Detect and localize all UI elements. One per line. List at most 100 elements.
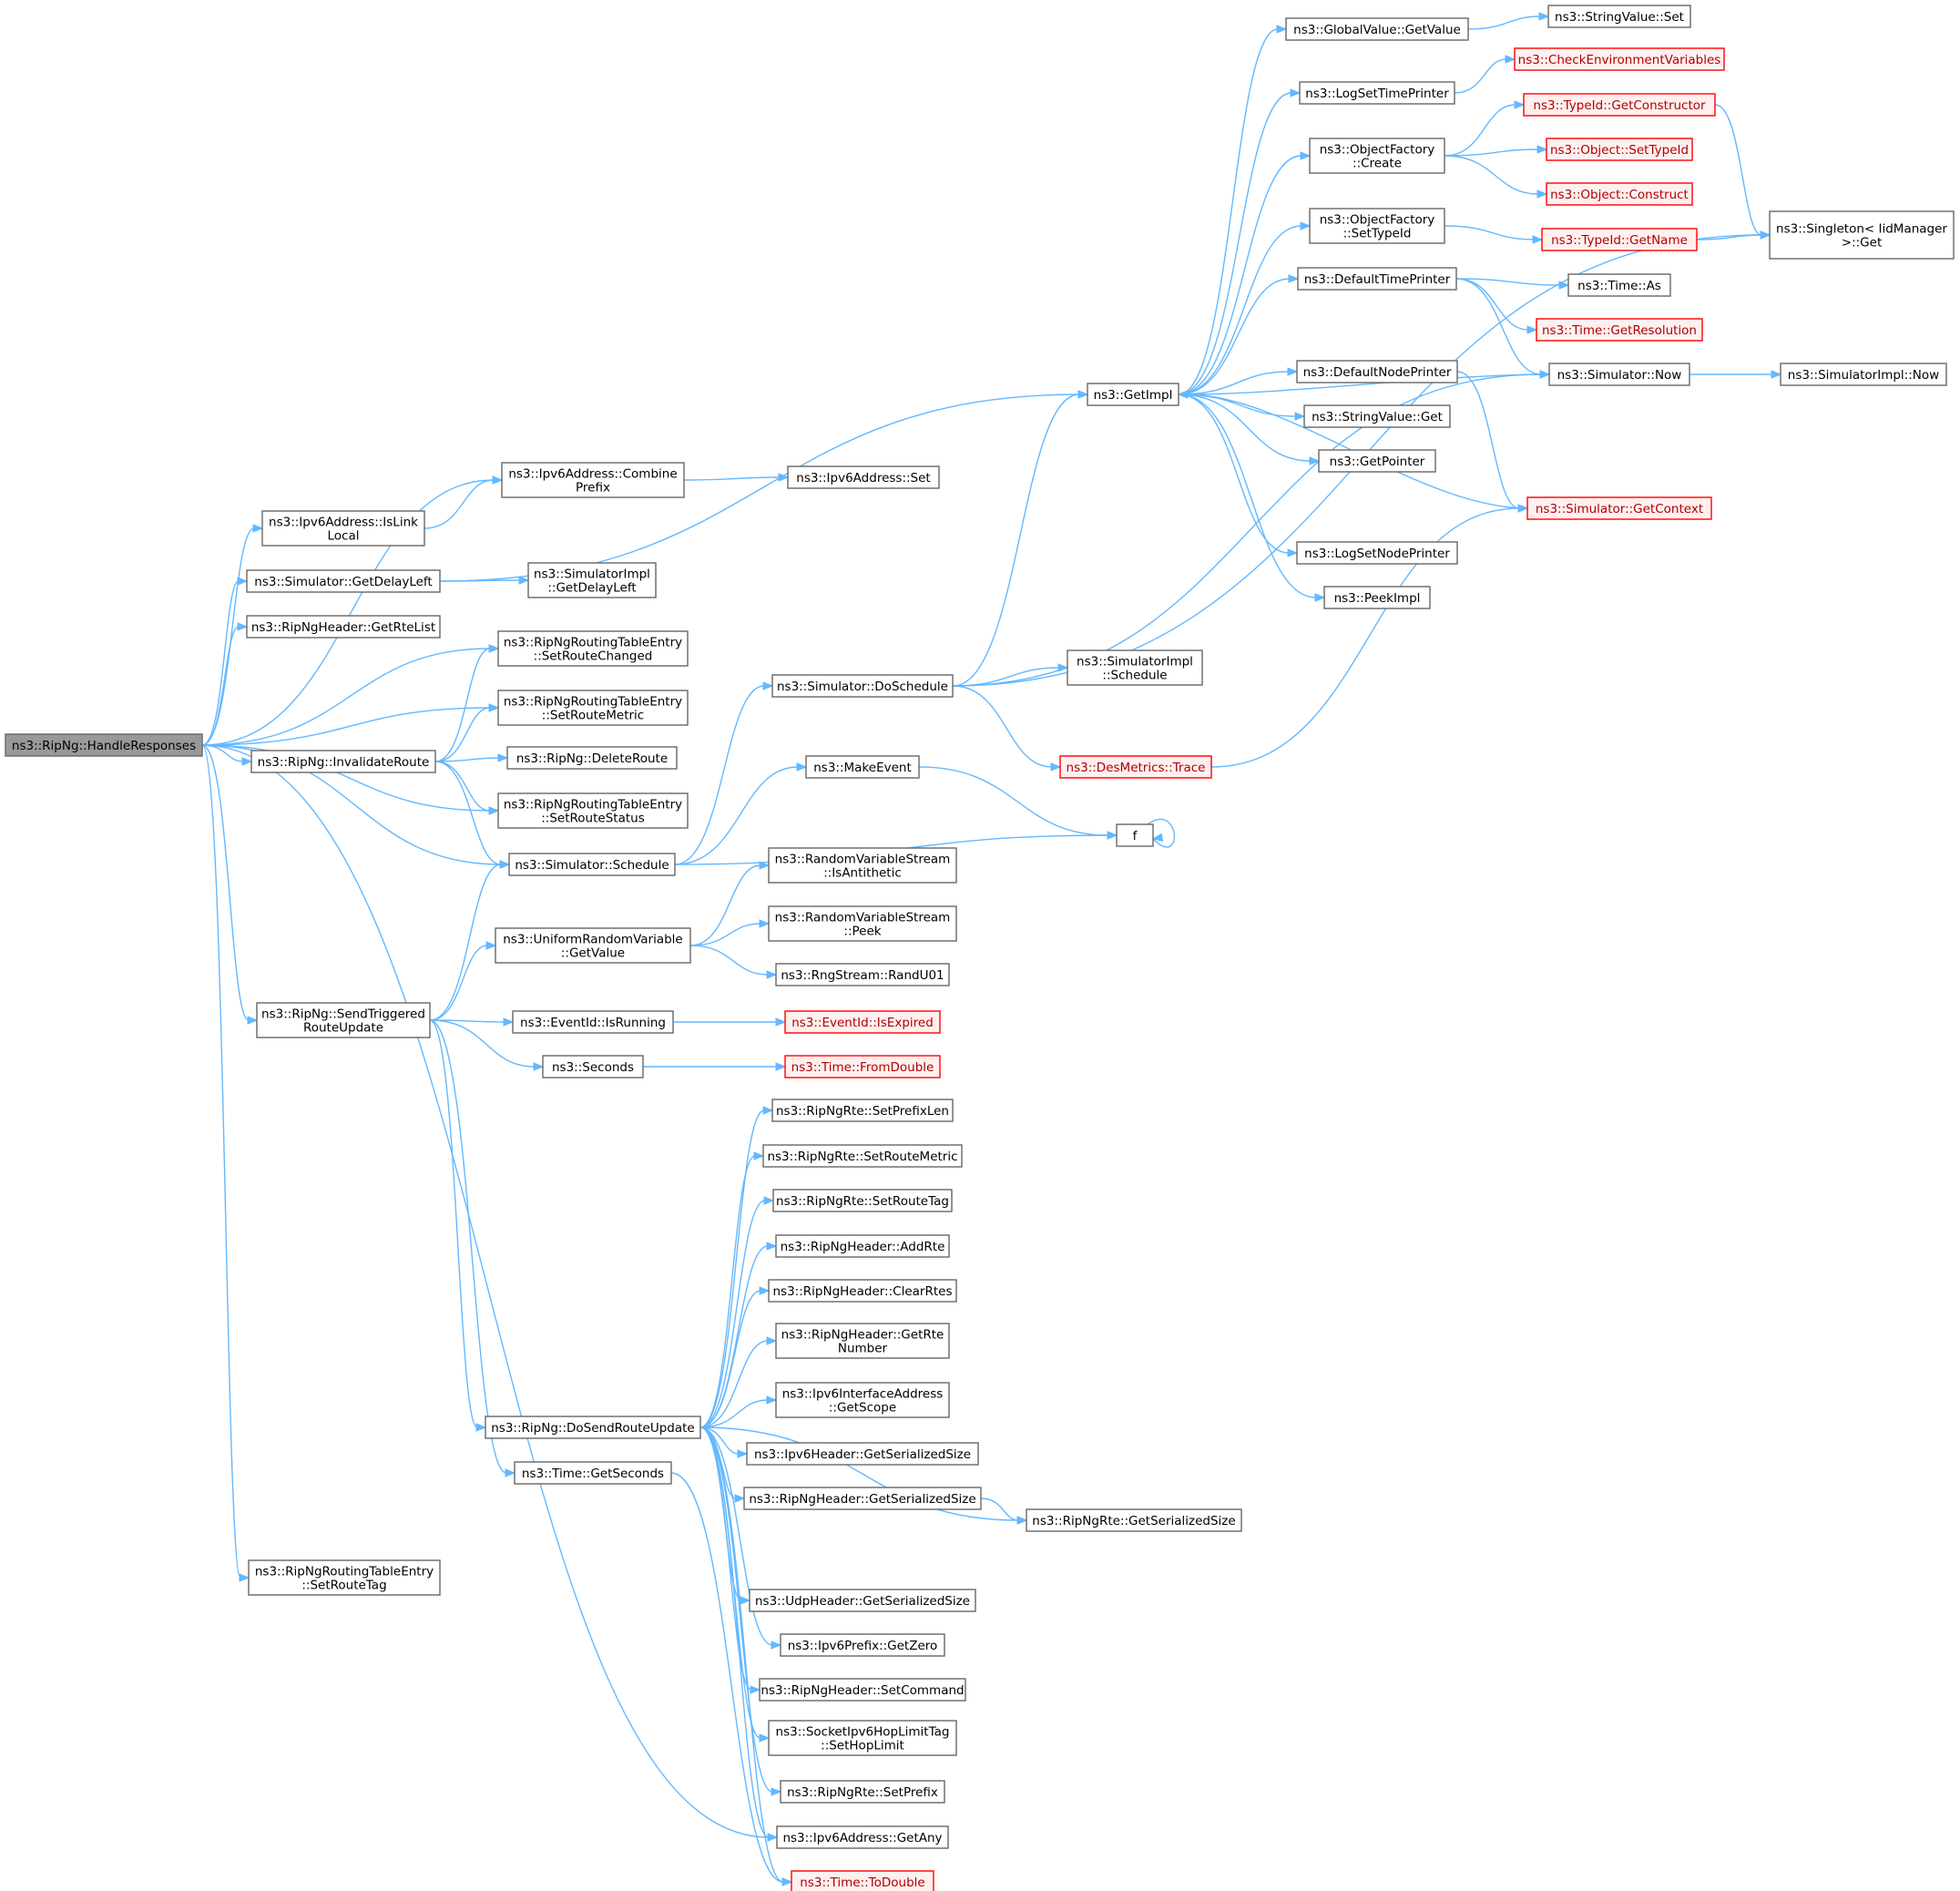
arrowhead-icon [766,1395,778,1405]
node-label: ns3::RipNg::DoSendRouteUpdate [491,1421,694,1436]
node-label: ns3::StringValue::Get [1312,410,1443,424]
node-setchanged[interactable]: ns3::RipNgRoutingTableEntry::SetRouteCha… [497,630,689,667]
node-logsetnode[interactable]: ns3::LogSetNodePrinter [1296,541,1458,565]
node-ipv6set[interactable]: ns3::Ipv6Address::Set [787,465,940,489]
node-invalidate[interactable]: ns3::RipNg::InvalidateRoute [250,750,436,773]
node-addrte[interactable]: ns3::RipNgHeader::AddRte [775,1234,950,1258]
node-objconstruct[interactable]: ns3::Object::Construct [1546,182,1693,206]
node-randu01[interactable]: ns3::RngStream::RandU01 [775,963,950,986]
call-edge [699,1426,782,1650]
node-box [1769,210,1955,260]
call-edge [1696,230,1771,240]
node-f[interactable]: f [1116,823,1154,847]
node-ripnghdr[interactable]: ns3::RipNgHeader::GetSerializedSize [743,1487,982,1510]
node-box [497,690,689,726]
node-fromdouble[interactable]: ns3::Time::FromDouble [784,1055,941,1078]
arrowhead-icon [505,1468,516,1477]
edge-line [429,945,488,1021]
node-label: ns3::ObjectFactory [1320,213,1435,228]
node-label: ::Peek [843,925,881,939]
node-setmetric_e[interactable]: ns3::RipNgRoutingTableEntry::SetRouteMet… [497,690,689,726]
edge-line [429,1019,505,1023]
node-singleton[interactable]: ns3::Singleton< IidManager>::Get [1769,210,1955,260]
node-handle[interactable]: ns3::RipNg::HandleResponses [5,733,203,757]
node-clearrtes[interactable]: ns3::RipNgHeader::ClearRtes [768,1279,957,1303]
node-box [784,1055,941,1078]
node-label: ns3::DefaultNodePrinter [1303,365,1452,380]
node-sethoplimit[interactable]: ns3::SocketIpv6HopLimitTag::SetHopLimit [768,1720,957,1756]
node-getctor[interactable]: ns3::TypeId::GetConstructor [1523,93,1716,117]
node-getscope[interactable]: ns3::Ipv6InterfaceAddress::GetScope [775,1382,950,1418]
node-udphdr[interactable]: ns3::UdpHeader::GetSerializedSize [749,1589,976,1612]
node-timeas[interactable]: ns3::Time::As [1567,273,1671,297]
node-label: ns3::GlobalValue::GetValue [1293,23,1461,37]
node-ipv6hdr[interactable]: ns3::Ipv6Header::GetSerializedSize [746,1442,979,1466]
node-implschedule[interactable]: ns3::SimulatorImpl::Schedule [1067,649,1203,686]
node-getdelay[interactable]: ns3::Simulator::GetDelayLeft [246,569,441,593]
node-label: Local [328,529,360,544]
node-objsettypeid[interactable]: ns3::Object::SetTypeId [1546,138,1693,161]
call-edge [674,762,808,865]
node-isexpired[interactable]: ns3::EventId::IsExpired [784,1010,941,1034]
edge-line [1178,155,1302,395]
node-getseconds[interactable]: ns3::Time::GetSeconds [514,1461,672,1485]
node-gvgetvalue[interactable]: ns3::GlobalValue::GetValue [1285,17,1469,41]
node-setprefixlen[interactable]: ns3::RipNgRte::SetPrefixLen [771,1099,954,1122]
node-setstatus[interactable]: ns3::RipNgRoutingTableEntry::SetRouteSta… [497,792,689,829]
node-defnode[interactable]: ns3::DefaultNodePrinter [1296,360,1458,383]
node-ofcreate[interactable]: ns3::ObjectFactory::Create [1309,138,1445,174]
node-getzero[interactable]: ns3::Ipv6Prefix::GetZero [780,1633,945,1657]
node-setprefix[interactable]: ns3::RipNgRte::SetPrefix [780,1780,945,1804]
node-getpointer[interactable]: ns3::GetPointer [1318,449,1436,473]
node-ofsettypeid[interactable]: ns3::ObjectFactory::SetTypeId [1309,208,1445,244]
call-edge [699,1336,778,1428]
node-logsettime[interactable]: ns3::LogSetTimePrinter [1299,81,1455,105]
node-doschedule[interactable]: ns3::Simulator::DoSchedule [771,674,954,698]
node-simnow[interactable]: ns3::Simulator::Now [1548,363,1690,386]
node-getrte[interactable]: ns3::RipNgHeader::GetRteList [246,615,441,639]
node-dosend[interactable]: ns3::RipNg::DoSendRouteUpdate [485,1416,701,1439]
node-peek[interactable]: ns3::RandomVariableStream::Peek [768,905,957,942]
node-getcontext[interactable]: ns3::Simulator::GetContext [1526,496,1712,520]
node-box [261,510,425,547]
edge-line [201,744,241,1579]
node-uniform[interactable]: ns3::UniformRandomVariable::GetValue [495,927,691,964]
node-rtesize[interactable]: ns3::RipNgRte::GetSerializedSize [1026,1508,1242,1532]
node-svset[interactable]: ns3::StringValue::Set [1547,5,1691,28]
node-setmetric_r[interactable]: ns3::RipNgRte::SetRouteMetric [762,1144,963,1168]
node-isantithetic[interactable]: ns3::RandomVariableStream::IsAntithetic [768,847,957,884]
node-deleteroute[interactable]: ns3::RipNg::DeleteRoute [506,746,678,770]
node-makeevent[interactable]: ns3::MakeEvent [805,755,920,779]
node-getres[interactable]: ns3::Time::GetResolution [1536,318,1703,342]
edge-line [670,1472,784,1883]
call-edge [980,1497,1028,1525]
node-schedule[interactable]: ns3::Simulator::Schedule [508,853,676,876]
node-checkenv[interactable]: ns3::CheckEnvironmentVariables [1514,47,1725,71]
node-seconds[interactable]: ns3::Seconds [542,1055,644,1078]
node-trace[interactable]: ns3::DesMetrics::Trace [1059,755,1212,779]
node-label: ::Schedule [1102,669,1167,683]
node-label: ::SetRouteStatus [541,812,644,826]
node-label: ns3::Simulator::GetDelayLeft [254,575,432,589]
node-deftime[interactable]: ns3::DefaultTimePrinter [1297,267,1457,291]
node-isrunning[interactable]: ns3::EventId::IsRunning [512,1010,674,1034]
node-implgetdelay[interactable]: ns3::SimulatorImpl::GetDelayLeft [527,562,657,598]
node-getany[interactable]: ns3::Ipv6Address::GetAny [776,1825,949,1849]
node-setcommand[interactable]: ns3::RipNgHeader::SetCommand [759,1678,966,1702]
node-setroutetag_e[interactable]: ns3::RipNgRoutingTableEntry::SetRouteTag [248,1559,441,1596]
node-label: ns3::TypeId::GetName [1551,233,1688,248]
node-getimpl[interactable]: ns3::GetImpl [1087,383,1179,406]
node-setroutetag_r[interactable]: ns3::RipNgRte::SetRouteTag [772,1189,953,1212]
node-todouble[interactable]: ns3::Time::ToDouble [791,1870,934,1891]
node-label: ns3::RipNgRoutingTableEntry [504,695,682,710]
node-svget[interactable]: ns3::StringValue::Get [1303,404,1451,428]
edge-line [1178,371,1290,395]
node-peekimpl[interactable]: ns3::PeekImpl [1323,586,1431,609]
node-implnow[interactable]: ns3::SimulatorImpl::Now [1780,363,1947,386]
arrowhead-icon [518,576,530,585]
node-getname[interactable]: ns3::TypeId::GetName [1541,228,1698,251]
